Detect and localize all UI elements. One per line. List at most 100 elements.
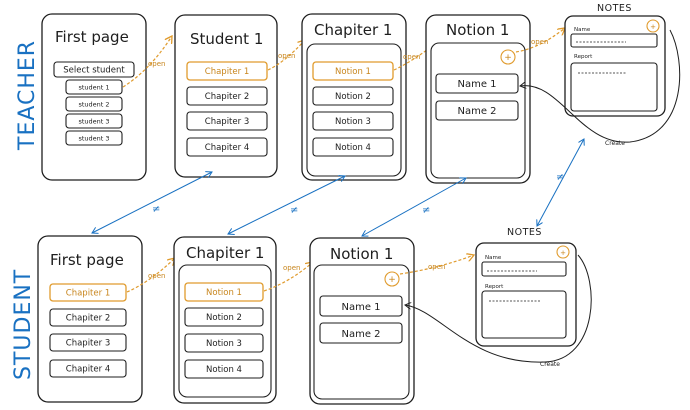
- plus-icon: +: [504, 53, 512, 63]
- chapter-label: Chapiter 3: [66, 339, 110, 349]
- teacher-notion-page-screen: Notion 1 + Name 1 Name 2: [425, 14, 531, 184]
- select-student-label: Select student: [63, 66, 125, 76]
- compare-arrow: [228, 176, 345, 234]
- notion-label: Notion 2: [206, 313, 242, 323]
- student-name-item-2[interactable]: Name 2: [319, 322, 403, 344]
- teacher-student-page-screen: Student 1 Chapiter 1 Chapiter 2 Chapiter…: [174, 14, 278, 178]
- open-arrow: [263, 262, 313, 292]
- teacher-notion-item-2[interactable]: Notion 2: [312, 86, 394, 106]
- teacher-notion-item-1[interactable]: Notion 1: [312, 61, 394, 81]
- compare-arrow: [537, 139, 584, 226]
- student-chapter-item-4[interactable]: Chapiter 4: [49, 359, 127, 378]
- create-arrow: [405, 254, 592, 363]
- student-chapter-item-3[interactable]: Chapiter 3: [49, 333, 127, 352]
- student-notion-item-4[interactable]: Notion 4: [184, 359, 264, 379]
- student-notion-page-screen: Notion 1 + Name 1 Name 2: [309, 237, 415, 405]
- teacher-notion-page-title: Notion 1: [446, 21, 509, 39]
- notion-label: Notion 1: [335, 67, 371, 77]
- not-equal-sign: ≠: [422, 205, 430, 216]
- name-label: Name 2: [341, 329, 380, 340]
- create-label: Create: [605, 140, 625, 147]
- chapter-label: Chapiter 1: [66, 289, 110, 299]
- compare-arrow: [362, 178, 466, 236]
- open-arrow: [267, 40, 305, 71]
- teacher-notes-plus-button[interactable]: [646, 19, 660, 33]
- student-notes-screen: + Name Report: [475, 242, 577, 347]
- notes-name-field[interactable]: [570, 33, 658, 48]
- notion-label: Notion 2: [335, 92, 371, 102]
- plus-icon: +: [650, 23, 656, 31]
- select-student-button[interactable]: Select student: [53, 61, 135, 78]
- student-list-item-2[interactable]: student 2: [65, 96, 123, 112]
- teacher-notion-item-4[interactable]: Notion 4: [312, 137, 394, 157]
- teacher-notes-screen: + Name Report: [564, 15, 666, 117]
- notion-label: Notion 3: [335, 117, 371, 127]
- student-notion-item-2[interactable]: Notion 2: [184, 307, 264, 327]
- teacher-chapter-item-2[interactable]: Chapiter 2: [186, 86, 268, 106]
- open-label: open: [283, 264, 300, 272]
- notion-label: Notion 4: [206, 365, 242, 375]
- student-chapter-item-1[interactable]: Chapiter 1: [49, 283, 127, 302]
- student-chapter-item-2[interactable]: Chapiter 2: [49, 308, 127, 327]
- student-list-item-3[interactable]: student 3: [65, 113, 123, 129]
- not-equal-sign: ≠: [290, 205, 298, 216]
- open-arrow: [393, 40, 440, 71]
- notes-name-field-label: Name: [485, 255, 502, 261]
- chapter-label: Chapiter 3: [205, 117, 249, 127]
- create-arrow: [520, 29, 681, 143]
- student-notion-item-3[interactable]: Notion 3: [184, 333, 264, 353]
- open-label: open: [403, 53, 420, 61]
- student-notes-title: NOTES: [507, 227, 542, 238]
- teacher-chapter-item-1[interactable]: Chapiter 1: [186, 61, 268, 81]
- student-first-page-title: First page: [50, 251, 124, 269]
- notes-report-field[interactable]: [481, 290, 567, 339]
- name-label: Name 1: [341, 302, 380, 313]
- notes-name-field[interactable]: [481, 261, 567, 277]
- notes-report-field-label: Report: [485, 284, 504, 290]
- chapter-label: Chapiter 4: [205, 143, 249, 153]
- notes-name-field-label: Name: [574, 27, 591, 33]
- open-arrow: [515, 28, 565, 53]
- student-list-label: student 3: [78, 118, 109, 126]
- teacher-first-page-title: First page: [55, 28, 129, 46]
- open-label: open: [531, 38, 548, 46]
- student-list-item-1[interactable]: student 1: [65, 79, 123, 95]
- student-list-item-4[interactable]: student 3: [65, 130, 123, 146]
- student-notes-plus-button[interactable]: [556, 245, 570, 259]
- teacher-chapter-page-title: Chapiter 1: [314, 21, 392, 39]
- teacher-chapter-page-screen: Chapiter 1 Notion 1 Notion 2 Notion 3 No…: [301, 13, 407, 181]
- teacher-chapter-item-3[interactable]: Chapiter 3: [186, 111, 268, 131]
- chapter-label: Chapiter 1: [205, 67, 249, 77]
- open-arrow: [126, 258, 175, 293]
- teacher-chapter-item-4[interactable]: Chapiter 4: [186, 137, 268, 157]
- notes-report-field[interactable]: [570, 62, 658, 112]
- teacher-name-item-1[interactable]: Name 1: [435, 73, 519, 94]
- chapter-label: Chapiter 2: [205, 92, 249, 102]
- open-label: open: [278, 52, 295, 60]
- teacher-name-item-2[interactable]: Name 2: [435, 100, 519, 121]
- student-list-label: student 3: [78, 135, 109, 143]
- name-label: Name 1: [457, 79, 496, 90]
- teacher-student-page-title: Student 1: [190, 30, 263, 48]
- open-arrow: [122, 36, 172, 88]
- student-notion-item-1[interactable]: Notion 1: [184, 282, 264, 302]
- student-chapter-page-screen: Chapiter 1 Notion 1 Notion 2 Notion 3 No…: [173, 236, 277, 404]
- teacher-side-label: TEACHER: [15, 40, 40, 151]
- student-name-item-1[interactable]: Name 1: [319, 295, 403, 317]
- notion-label: Notion 4: [335, 143, 371, 153]
- compare-arrow: [92, 172, 212, 233]
- student-list-label: student 1: [78, 84, 109, 92]
- not-equal-sign: ≠: [152, 204, 160, 215]
- notion-label: Notion 3: [206, 339, 242, 349]
- student-notion-page-title: Notion 1: [330, 245, 393, 263]
- student-add-note-button[interactable]: +: [384, 271, 400, 287]
- open-label: open: [148, 272, 165, 280]
- create-label: Create: [540, 361, 560, 368]
- notion-label: Notion 1: [206, 288, 242, 298]
- open-label: open: [428, 263, 445, 271]
- student-list-label: student 2: [78, 101, 109, 109]
- chapter-label: Chapiter 2: [66, 314, 110, 324]
- teacher-add-note-button[interactable]: +: [500, 49, 516, 65]
- teacher-notion-item-3[interactable]: Notion 3: [312, 111, 394, 131]
